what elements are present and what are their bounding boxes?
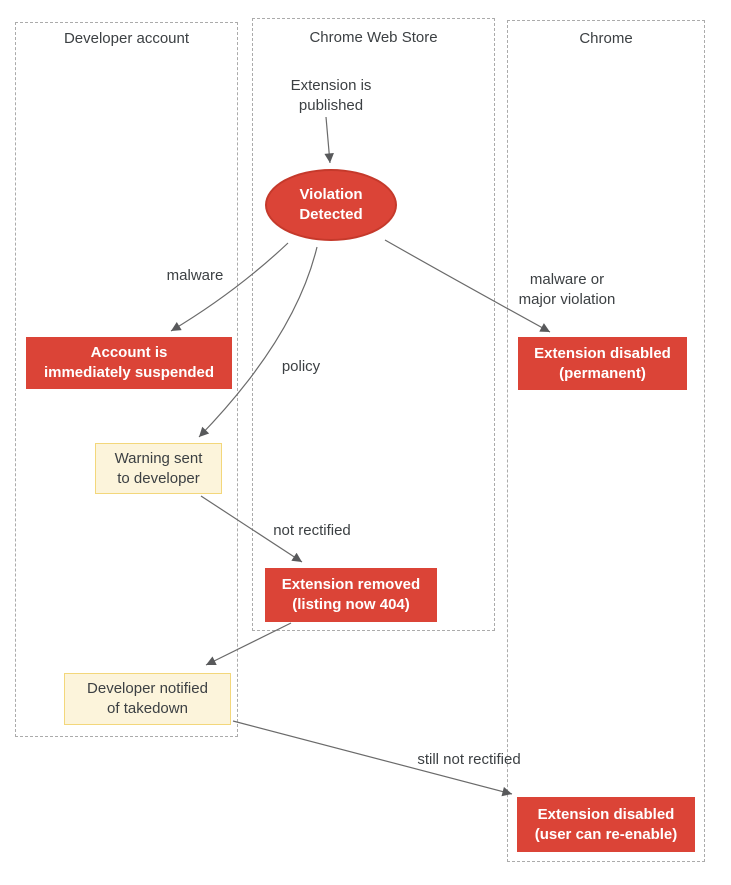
edge-published-to-violation — [324, 116, 334, 164]
lane-title-developer-account: Developer account — [63, 30, 190, 47]
edge-label-malware: malware — [166, 267, 224, 284]
node-developer-notified: Developer notified of takedown — [64, 673, 231, 725]
node-extension-removed: Extension removed (listing now 404) — [265, 568, 437, 622]
node-violation-detected: Violation Detected — [265, 169, 397, 241]
node-warning-sent: Warning sent to developer — [95, 443, 222, 494]
node-account-suspended: Account is immediately suspended — [26, 337, 232, 389]
edge-notified-to-disabled-reenable — [232, 720, 513, 797]
edge-violation-to-disabled-permanent — [384, 239, 551, 333]
edge-label-not-rectified: not rectified — [273, 522, 351, 539]
edge-label-still-not-rectified: still not rectified — [417, 751, 521, 768]
lane-chrome-web-store — [252, 18, 495, 631]
lane-title-chrome: Chrome — [579, 30, 633, 47]
node-extension-disabled-permanent: Extension disabled (permanent) — [518, 337, 687, 390]
node-extension-disabled-reenable: Extension disabled (user can re-enable) — [517, 797, 695, 852]
lane-developer-account — [15, 22, 238, 737]
edge-warning-to-removed — [200, 495, 303, 563]
lane-title-chrome-web-store: Chrome Web Store — [309, 29, 438, 46]
node-extension-published: Extension is published — [290, 77, 372, 114]
edge-label-policy: policy — [281, 358, 321, 375]
edge-removed-to-notified — [205, 622, 292, 666]
edge-label-malware-or-major-violation: malware or major violation — [518, 271, 616, 308]
lane-chrome — [507, 20, 705, 862]
edge-violation-to-suspended — [170, 242, 289, 332]
edge-violation-to-warning — [198, 246, 318, 438]
